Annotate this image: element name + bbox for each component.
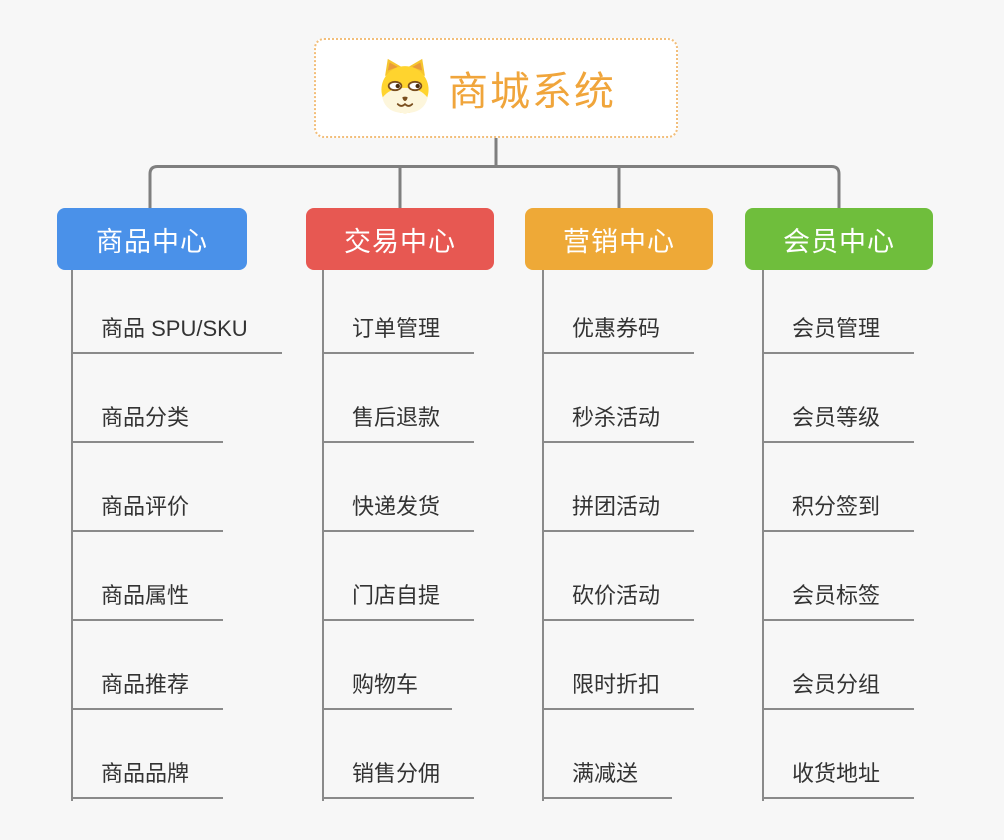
leaf-node[interactable]: 会员分组: [762, 621, 915, 710]
leaf-node[interactable]: 商品品牌: [71, 710, 224, 799]
dog-face-icon: [376, 57, 434, 120]
leaf-node[interactable]: 会员管理: [762, 270, 915, 354]
leaf-node[interactable]: 商品评价: [71, 443, 224, 532]
branch-children-member: 会员管理 会员等级 积分签到 会员标签 会员分组 收货地址: [762, 270, 915, 799]
leaf-node[interactable]: 快递发货: [322, 443, 475, 532]
trunk-line-trade: [322, 270, 324, 801]
leaf-node[interactable]: 优惠券码: [542, 270, 695, 354]
branch-children-trade: 订单管理 售后退款 快递发货 门店自提 购物车 销售分佣: [322, 270, 475, 799]
branch-children-product: 商品 SPU/SKU 商品分类 商品评价 商品属性 商品推荐 商品品牌: [71, 270, 282, 799]
root-node-title: 商城系统: [448, 70, 616, 114]
branch-children-marketing: 优惠券码 秒杀活动 拼团活动 砍价活动 限时折扣 满减送: [542, 270, 695, 799]
leaf-node[interactable]: 秒杀活动: [542, 354, 695, 443]
leaf-node[interactable]: 限时折扣: [542, 621, 695, 710]
leaf-node[interactable]: 会员标签: [762, 532, 915, 621]
trunk-line-product: [71, 270, 73, 801]
leaf-node[interactable]: 会员等级: [762, 354, 915, 443]
leaf-node[interactable]: 商品分类: [71, 354, 224, 443]
root-node[interactable]: 商城系统: [314, 38, 678, 138]
branch-node-product-center[interactable]: 商品中心: [57, 208, 247, 270]
leaf-node[interactable]: 购物车: [322, 621, 453, 710]
leaf-node[interactable]: 门店自提: [322, 532, 475, 621]
trunk-line-marketing: [542, 270, 544, 801]
branch-node-member-center[interactable]: 会员中心: [745, 208, 933, 270]
leaf-node[interactable]: 砍价活动: [542, 532, 695, 621]
leaf-node[interactable]: 售后退款: [322, 354, 475, 443]
leaf-node[interactable]: 商品推荐: [71, 621, 224, 710]
branch-node-marketing-center[interactable]: 营销中心: [525, 208, 713, 270]
leaf-node[interactable]: 商品属性: [71, 532, 224, 621]
leaf-node[interactable]: 订单管理: [322, 270, 475, 354]
leaf-node[interactable]: 积分签到: [762, 443, 915, 532]
branch-node-trade-center[interactable]: 交易中心: [306, 208, 494, 270]
leaf-node[interactable]: 拼团活动: [542, 443, 695, 532]
trunk-line-member: [762, 270, 764, 801]
leaf-node[interactable]: 满减送: [542, 710, 673, 799]
leaf-node[interactable]: 销售分佣: [322, 710, 475, 799]
leaf-node[interactable]: 收货地址: [762, 710, 915, 799]
leaf-node[interactable]: 商品 SPU/SKU: [71, 270, 282, 354]
